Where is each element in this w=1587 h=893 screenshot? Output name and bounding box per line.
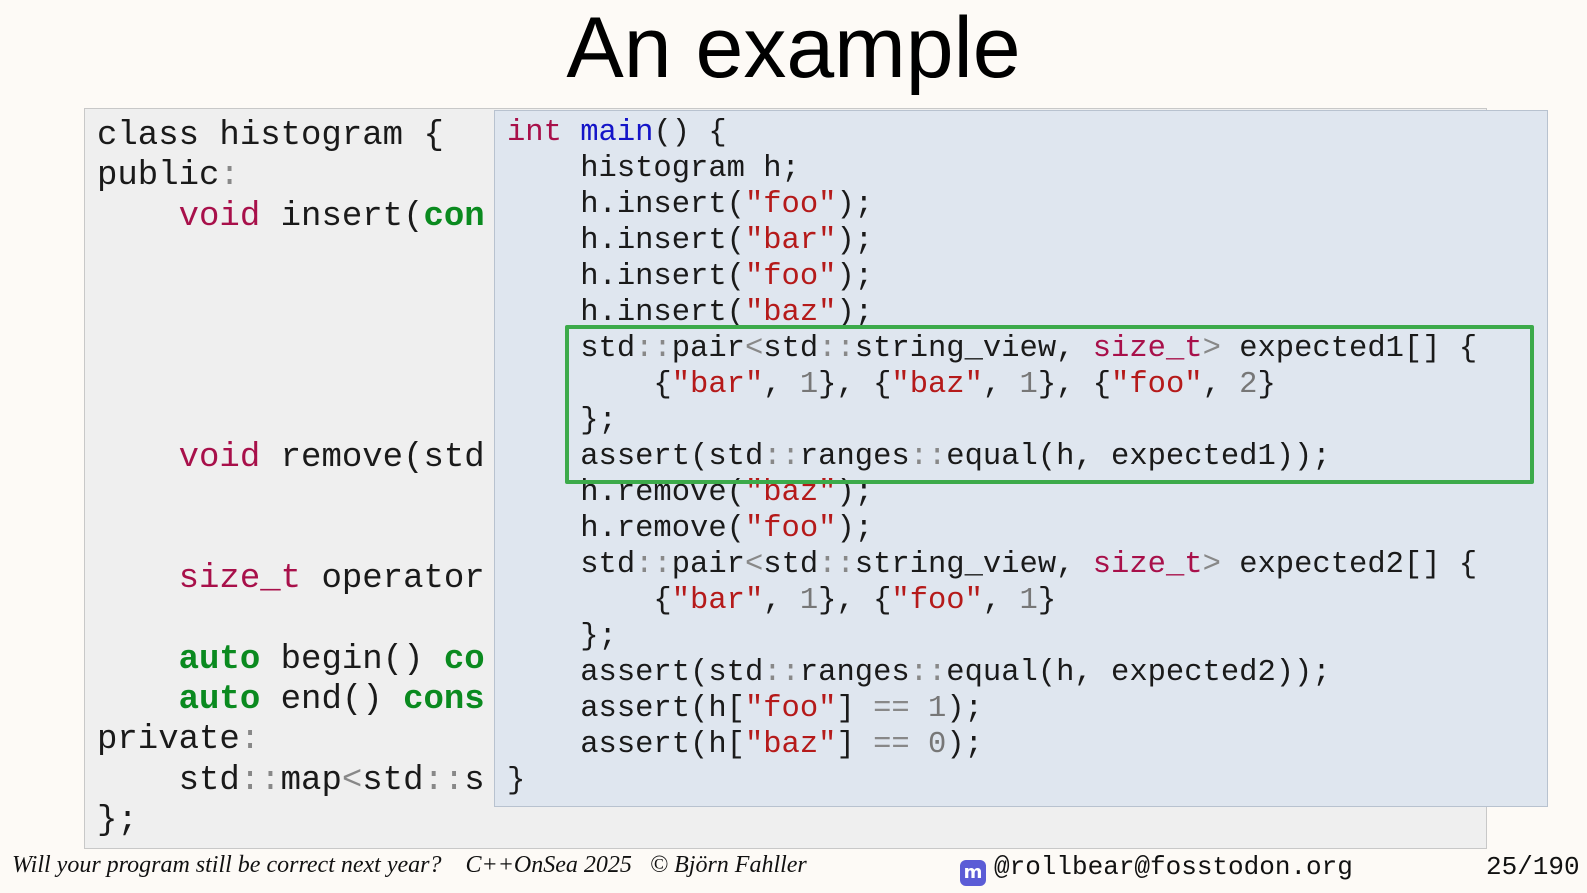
histogram-class-code: class histogram { public: void insert(co… (97, 117, 485, 841)
conference-name: C++OnSea 2025 (465, 852, 632, 878)
slide-title: An example (566, 0, 1021, 96)
mastodon-icon: m (960, 860, 986, 886)
footer-info: Will your program still be correct next … (12, 852, 807, 879)
social-link[interactable]: m @rollbear@fosstodon.org (960, 852, 1353, 886)
page-number: 25/190 (1486, 852, 1580, 882)
main-function-code: int main() { histogram h; h.insert("foo"… (507, 116, 1478, 798)
main-function-code-panel: int main() { histogram h; h.insert("foo"… (494, 110, 1548, 807)
author-credit: © Björn Fahller (649, 852, 807, 878)
social-handle: @rollbear@fosstodon.org (994, 852, 1353, 882)
slide-footer: Will your program still be correct next … (0, 849, 1587, 893)
talk-title: Will your program still be correct next … (12, 852, 442, 878)
